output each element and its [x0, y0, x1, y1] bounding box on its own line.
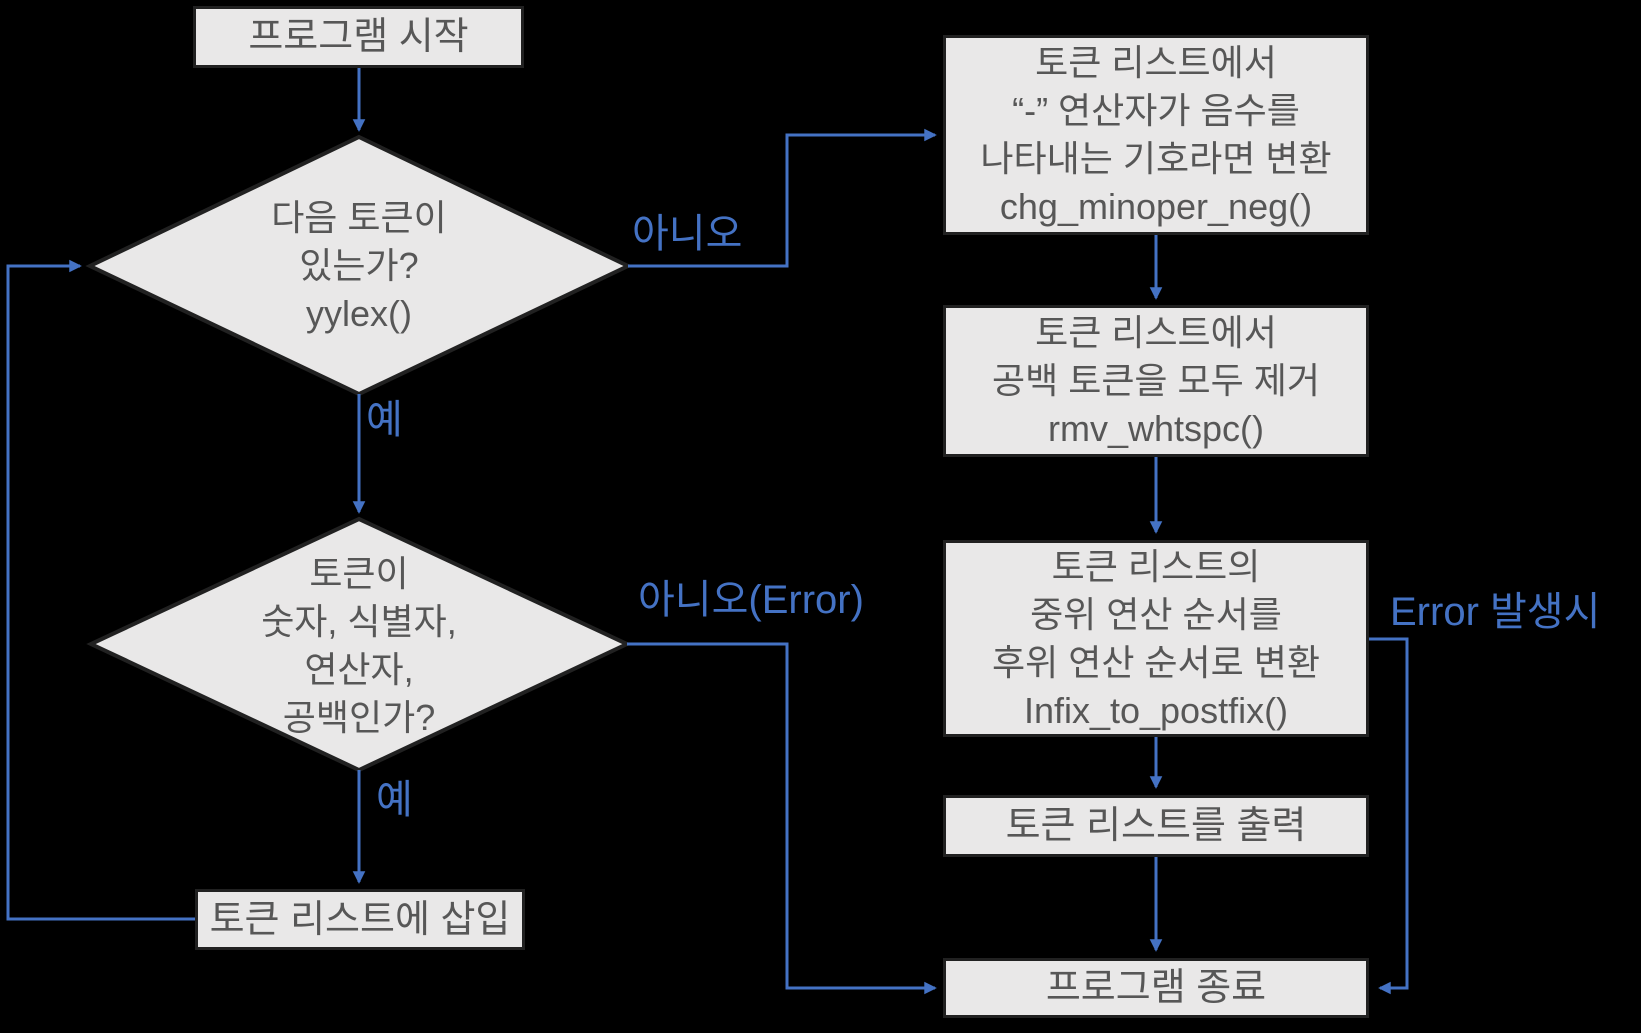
print-token-list-node: 토큰 리스트를 출력	[943, 795, 1369, 857]
node-text-line: 후위 연산 순서로 변환	[991, 641, 1321, 683]
node-text-line: 나타내는 기호라면 변환	[980, 138, 1332, 179]
print-token-list-label: 토큰 리스트를 출력	[1005, 805, 1307, 847]
infix-to-postfix-node: 토큰 리스트의 중위 연산 순서를 후위 연산 순서로 변환 Infix_to_…	[943, 540, 1369, 737]
edge-label-on-error: Error 발생시	[1390, 590, 1601, 634]
node-text-line: 중위 연산 순서를	[1030, 593, 1282, 635]
connector-decision1-no-to-chg-minoper	[628, 128, 937, 268]
node-text-line: yylex()	[306, 293, 412, 334]
connector-decision2-no-error-to-end	[627, 642, 937, 995]
node-text-line: 토큰이	[309, 552, 409, 594]
edge-label-no: 아니오	[632, 212, 743, 256]
node-text-line: 토큰 리스트의	[1051, 545, 1261, 587]
node-text-line: rmv_whtspc()	[1047, 408, 1265, 449]
start-node: 프로그램 시작	[193, 6, 524, 68]
decision-token-type-text: 토큰이 숫자, 식별자, 연산자, 공백인가?	[209, 548, 509, 743]
end-node-label: 프로그램 종료	[1045, 967, 1267, 1009]
node-text-line: 공백 토큰을 모두 제거	[991, 360, 1321, 401]
node-text-line: 다음 토큰이	[271, 197, 447, 238]
edge-label-no-error: 아니오(Error)	[638, 578, 864, 622]
rmv-whtspc-node: 토큰 리스트에서 공백 토큰을 모두 제거 rmv_whtspc()	[943, 305, 1369, 457]
insert-token-list-label: 토큰 리스트에 삽입	[209, 898, 511, 941]
node-text-line: “-” 연산자가 음수를	[1012, 90, 1300, 131]
chg-minoper-neg-node: 토큰 리스트에서 “-” 연산자가 음수를 나타내는 기호라면 변환 chg_m…	[943, 35, 1369, 235]
node-text-line: 공백인가?	[282, 696, 436, 738]
node-text-line: chg_minoper_neg()	[999, 186, 1313, 227]
node-text-line: Infix_to_postfix()	[1023, 689, 1289, 731]
node-text-line: 토큰 리스트에서	[1035, 312, 1277, 353]
edge-label-yes-2: 예	[376, 778, 413, 822]
insert-token-list-node: 토큰 리스트에 삽입	[195, 889, 525, 950]
connector-infix-error-to-end	[1369, 637, 1409, 995]
start-node-label: 프로그램 시작	[248, 16, 469, 58]
connector-insert-loop-back-to-decision1	[6, 259, 195, 921]
node-text-line: 있는가?	[299, 245, 419, 286]
decision-has-next-token-text: 다음 토큰이 있는가? yylex()	[209, 190, 509, 342]
node-text-line: 토큰 리스트에서	[1035, 42, 1277, 83]
edge-label-yes-1: 예	[366, 398, 403, 442]
node-text-line: 연산자,	[304, 648, 414, 690]
node-text-line: 숫자, 식별자,	[261, 600, 457, 642]
end-node: 프로그램 종료	[943, 958, 1369, 1018]
